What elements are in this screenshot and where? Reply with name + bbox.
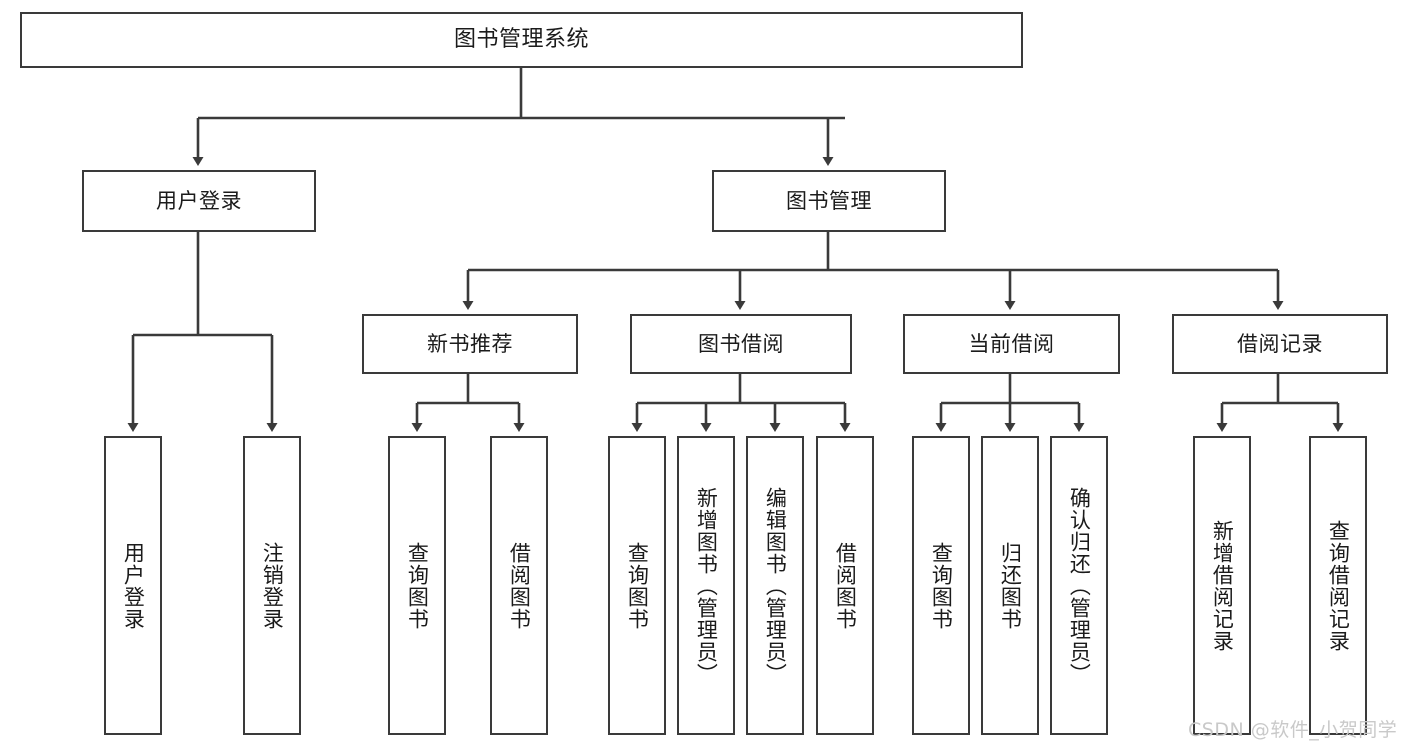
leaf-add-book-label: 新增图书（管理员） xyxy=(694,486,719,685)
leaf-borrow-book-1[interactable]: 借阅图书 xyxy=(490,436,548,735)
leaf-confirm-return-label: 确认归还（管理员） xyxy=(1067,486,1092,685)
leaf-edit-book[interactable]: 编辑图书（管理员） xyxy=(746,436,804,735)
leaf-logout-login[interactable]: 注销登录 xyxy=(243,436,301,735)
leaf-add-record-label: 新增借阅记录 xyxy=(1210,519,1235,652)
leaf-query-book-2[interactable]: 查询图书 xyxy=(608,436,666,735)
node-root-label: 图书管理系统 xyxy=(453,27,589,53)
leaf-query-record-label: 查询借阅记录 xyxy=(1326,519,1351,652)
leaf-query-book-2-label: 查询图书 xyxy=(625,541,650,630)
leaf-add-book[interactable]: 新增图书（管理员） xyxy=(677,436,735,735)
leaf-borrow-book-2-label: 借阅图书 xyxy=(833,541,858,630)
node-new-book-recommend[interactable]: 新书推荐 xyxy=(362,314,578,374)
leaf-confirm-return[interactable]: 确认归还（管理员） xyxy=(1050,436,1108,735)
leaf-logout-login-label: 注销登录 xyxy=(260,541,285,630)
leaf-user-login[interactable]: 用户登录 xyxy=(104,436,162,735)
node-book-management-label: 图书管理 xyxy=(786,188,872,213)
leaf-borrow-book-1-label: 借阅图书 xyxy=(507,541,532,630)
leaf-edit-book-label: 编辑图书（管理员） xyxy=(763,486,788,685)
leaf-return-book-label: 归还图书 xyxy=(998,541,1023,630)
csdn-watermark: CSDN @软件_小贺同学 xyxy=(1188,719,1398,741)
leaf-query-book-1-label: 查询图书 xyxy=(405,541,430,630)
node-borrow-record[interactable]: 借阅记录 xyxy=(1172,314,1388,374)
node-borrow-record-label: 借阅记录 xyxy=(1237,331,1323,356)
leaf-query-record[interactable]: 查询借阅记录 xyxy=(1309,436,1367,735)
node-user-login-label: 用户登录 xyxy=(156,188,242,213)
node-new-book-recommend-label: 新书推荐 xyxy=(427,331,513,356)
leaf-add-record[interactable]: 新增借阅记录 xyxy=(1193,436,1251,735)
node-current-borrow-label: 当前借阅 xyxy=(968,331,1055,356)
node-root-system[interactable]: 图书管理系统 xyxy=(20,12,1023,68)
node-book-borrow-label: 图书借阅 xyxy=(698,331,784,356)
node-book-management[interactable]: 图书管理 xyxy=(712,170,946,232)
node-current-borrow[interactable]: 当前借阅 xyxy=(903,314,1120,374)
leaf-query-book-1[interactable]: 查询图书 xyxy=(388,436,446,735)
leaf-return-book[interactable]: 归还图书 xyxy=(981,436,1039,735)
leaf-user-login-label: 用户登录 xyxy=(121,541,146,630)
leaf-query-book-3[interactable]: 查询图书 xyxy=(912,436,970,735)
leaf-query-book-3-label: 查询图书 xyxy=(929,541,954,630)
node-book-borrow[interactable]: 图书借阅 xyxy=(630,314,852,374)
node-user-login[interactable]: 用户登录 xyxy=(82,170,316,232)
leaf-borrow-book-2[interactable]: 借阅图书 xyxy=(816,436,874,735)
